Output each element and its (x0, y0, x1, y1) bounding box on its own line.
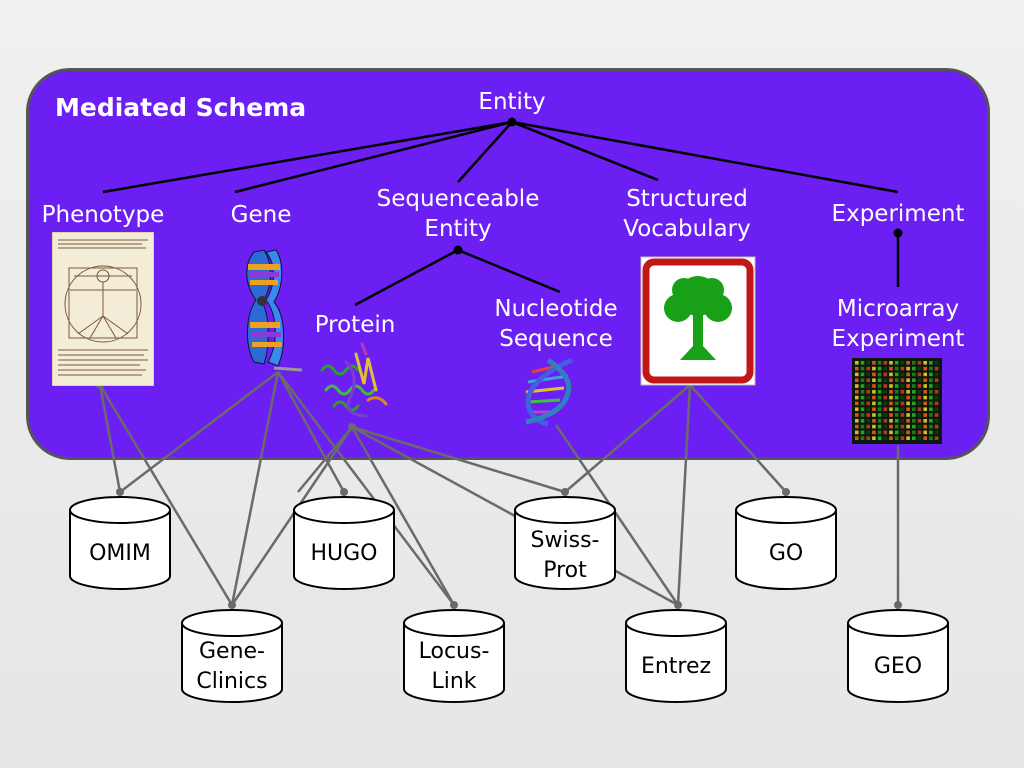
sequenceable-junction-dot (453, 245, 463, 255)
db-label-omim: OMIM (89, 541, 151, 566)
db-label-entrez: Entrez (640, 654, 712, 679)
edge-sequenceable-protein (354, 248, 459, 307)
db-locuslink[interactable]: Locus- Link (402, 607, 506, 703)
mapping-endpoint-dots (96, 381, 902, 609)
edge-entity-vocabulary (511, 120, 659, 182)
node-phenotype: Phenotype (41, 202, 165, 228)
db-label-locuslink: Locus- Link (418, 639, 490, 694)
vitruvian-man-image (52, 232, 154, 386)
db-label-go: GO (768, 541, 804, 566)
db-label-swissprot: Swiss- Prot (530, 528, 600, 583)
edge-entity-gene (234, 120, 513, 194)
node-gene: Gene (230, 202, 292, 228)
node-structured-vocabulary: Structured Vocabulary (623, 186, 751, 242)
edge-entity-phenotype (102, 120, 513, 194)
node-microarray-experiment: Microarray Experiment (831, 296, 965, 352)
edge-entity-sequenceable (457, 121, 513, 183)
db-label-hugo: HUGO (310, 541, 378, 566)
node-protein: Protein (314, 312, 396, 338)
node-experiment: Experiment (831, 201, 965, 227)
edge-sequenceable-nucleotide (457, 248, 561, 294)
db-hugo[interactable]: HUGO (292, 494, 396, 590)
node-sequenceable-entity: Sequenceable Entity (376, 186, 540, 242)
hierarchy-edges (102, 120, 900, 307)
edge-entity-experiment (511, 120, 899, 194)
db-swissprot[interactable]: Swiss- Prot (513, 494, 617, 590)
schema-title: Mediated Schema (55, 93, 307, 122)
db-geneclinics[interactable]: Gene- Clinics (180, 607, 284, 703)
tree-sign-image (640, 256, 756, 386)
node-entity: Entity (478, 89, 546, 115)
microarray-chip-image (852, 358, 942, 444)
chromosome-image (246, 249, 303, 372)
db-entrez[interactable]: Entrez (624, 607, 728, 703)
dna-helix-image (525, 357, 573, 427)
source-mapping-edges (98, 371, 900, 607)
db-omim[interactable]: OMIM (68, 494, 172, 590)
experiment-junction-dot (893, 228, 903, 238)
mediated-schema-box (26, 68, 990, 460)
db-label-geo: GEO (873, 654, 923, 679)
protein-structure-image (320, 342, 388, 418)
node-nucleotide-sequence: Nucleotide Sequence (494, 296, 618, 352)
entity-junction-dot (507, 117, 517, 127)
db-label-geneclinics: Gene- Clinics (196, 639, 268, 694)
db-geo[interactable]: GEO (846, 607, 950, 703)
db-go[interactable]: GO (734, 494, 838, 590)
